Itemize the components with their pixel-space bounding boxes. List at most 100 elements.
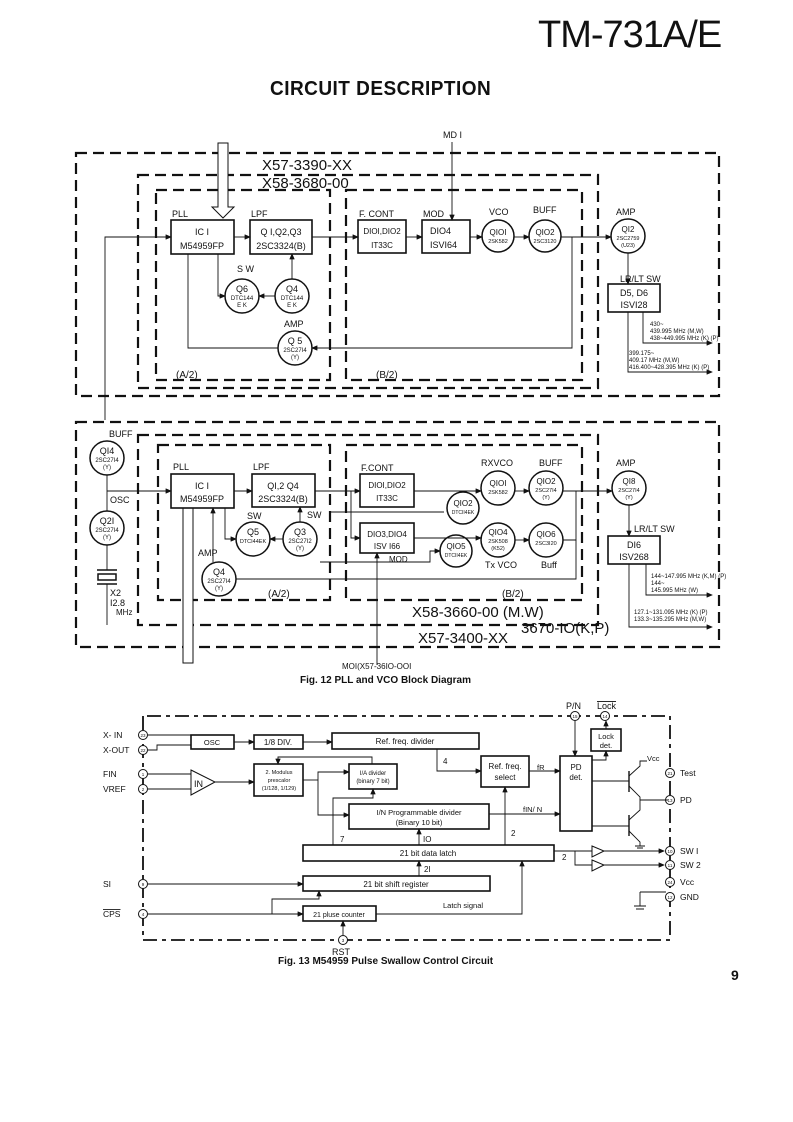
in-programmable-divider-block (348, 803, 490, 830)
sw1-buffer-icon (591, 845, 606, 858)
lower-q4-amp-label: AMP (198, 548, 218, 558)
out2-line2: 409.17 MHz (M,W) (629, 358, 679, 364)
pin-4-num: 4 (142, 912, 145, 917)
unit-label-x57-3400: X57-3400-XX (418, 630, 508, 647)
sw-q102-transistor (446, 491, 480, 525)
pin-4 (138, 909, 148, 919)
q4-rank: E K (287, 303, 297, 309)
model-number: TM-731A/E (538, 14, 722, 56)
pin-21-num: 21 (667, 771, 673, 776)
lower-mod-block (359, 522, 415, 554)
lower-fcont-block (359, 473, 415, 508)
lrlt-d16-block (607, 535, 661, 565)
data-bus-arrow-icon (210, 142, 236, 219)
txvco-label: Tx VCO (485, 560, 517, 570)
lower-mod-diodes: DIO3,DIO4 (367, 530, 407, 539)
subunit-boundary-a2 (154, 188, 332, 382)
lower-q4-part: 2SC27I4 (207, 579, 231, 585)
q4-name: Q4 (286, 284, 298, 294)
lower-lpf-label: LPF (253, 462, 270, 472)
fr-signal-label: fR (537, 763, 545, 772)
d16-name: DI6 (627, 540, 641, 550)
lower-q3-name: Q3 (294, 527, 306, 537)
amp-q12-name: QI2 (622, 225, 635, 234)
pin-rst-label: RST (332, 947, 351, 957)
pin-14-num: 14 (602, 714, 608, 719)
sw-q105-transistor (439, 534, 473, 568)
lower-pll-name: IC I (195, 481, 209, 491)
buff-q102-name: QIO2 (535, 228, 555, 237)
lower-q5-part: DTCI44EK (240, 539, 267, 545)
pll-ic1-name: IC I (195, 227, 209, 237)
unit-label-x58-3680: X58-3680-00 (262, 175, 349, 192)
pin-label-x-in: X- IN (103, 730, 122, 740)
latch-signal-label: Latch signal (443, 901, 483, 910)
buff-label: BUFF (533, 205, 557, 215)
q6-part: DTC144 (231, 296, 254, 302)
vcc-label: Vcc (647, 754, 660, 763)
fin-n-signal-label: fIN/ N (523, 805, 542, 814)
pin-11-num: 11 (668, 863, 673, 868)
pd-output-transistors-icon (592, 760, 668, 849)
ref-freq-select-line1: Ref. freq. (489, 762, 522, 771)
pin-9-num: 9 (142, 882, 145, 887)
subunit-label-b2: (B/2) (376, 370, 398, 381)
lower-q4-rank: (Y) (215, 586, 223, 592)
x2-unit: MHz (116, 608, 132, 617)
lower-mod-part: ISV I66 (374, 542, 401, 551)
in-prog-divider-line1: I/N Programmable divider (376, 808, 462, 817)
ia-divider-block (348, 763, 398, 790)
rxvco-q101-transistor (480, 470, 516, 506)
input-amplifier-label: IN (194, 779, 203, 789)
q14-rank: (Y) (103, 465, 111, 471)
pin-2-num: 2 (142, 787, 145, 792)
pin-3-num: 3 (342, 938, 345, 943)
bus-2b-label: 2 (562, 853, 567, 862)
pin-label-gnd: GND (680, 892, 699, 902)
pin-lock-label: Lock (597, 701, 617, 711)
amp-q18-label: AMP (616, 458, 636, 468)
amp-q12-part: 2SC2759 (617, 236, 640, 242)
lower-pll-part: M54959FP (180, 494, 224, 504)
pll-label: PLL (172, 209, 188, 219)
lower-mod-label: MOD (389, 555, 408, 564)
lower-out2-line1: 127.1~131.095 MHz (K) (P) (634, 610, 708, 616)
x2-freq: I2.8 (110, 598, 125, 608)
lower-out1-line3: 145.995 MHz (W) (651, 588, 698, 594)
pin-label-fin: FIN (103, 769, 117, 779)
pin-3 (338, 935, 348, 945)
pin-2 (138, 784, 148, 794)
fig13-caption: Fig. 13 M54959 Pulse Swallow Control Cir… (278, 956, 494, 967)
pin-11 (665, 860, 675, 870)
lower-q3-part: 2SC27I2 (288, 539, 312, 545)
pin-1 (138, 769, 148, 779)
lower-q4-name: Q4 (213, 567, 225, 577)
sw2-buffer-icon (591, 859, 606, 872)
input-amplifier-icon (190, 769, 217, 796)
lpf-part: 2SC3324(B) (256, 241, 306, 251)
txbuff-q106-transistor (528, 522, 564, 558)
txbuff-q106-name: QIO6 (536, 530, 556, 539)
pin-label-sw-i: SW I (680, 846, 698, 856)
q14-name: QI4 (100, 446, 115, 456)
osc-label: OSC (110, 495, 130, 505)
in-prog-divider-line2: (Binary 10 bit) (396, 818, 443, 827)
bus-2a-label: 2 (511, 829, 516, 838)
mod-diode: DIO4 (430, 226, 451, 236)
sw-q102-name: QIO2 (453, 499, 473, 508)
lock-det-line2: det. (600, 741, 613, 750)
rxbuff-label: BUFF (539, 458, 563, 468)
lower-lrlt-label: LR/LT SW (634, 524, 675, 534)
amp-q12-rank: (U23) (621, 243, 635, 249)
unit-boundary-x58-3660 (136, 433, 600, 627)
prescaler-line2: prescalor (268, 778, 291, 784)
bus-7-label: 7 (340, 835, 345, 844)
q5-name: Q 5 (288, 336, 303, 346)
pd-det-line2: det. (569, 773, 582, 782)
mdi-input-label: MD I (443, 130, 462, 140)
fig12-caption: Fig. 12 PLL and VCO Block Diagram (300, 675, 471, 686)
pd-det-block (559, 755, 593, 832)
out1-line3: 438~449.995 MHz (K) (P) (650, 336, 719, 342)
fig12-upper-wires (104, 142, 713, 420)
